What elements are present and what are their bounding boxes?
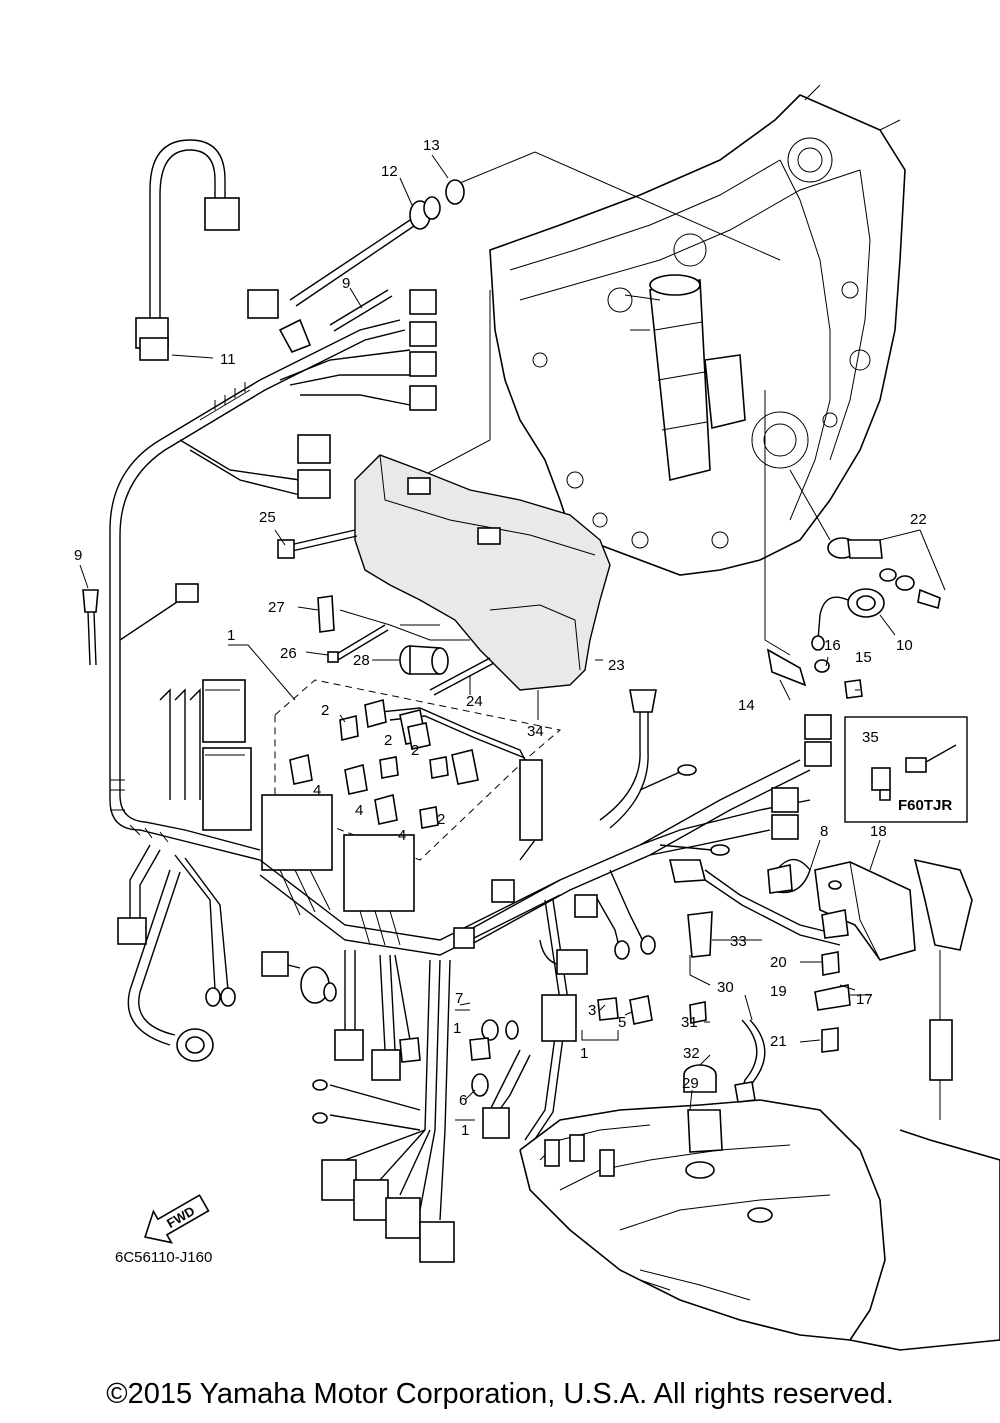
callout-2: 2 [411,742,419,759]
callout-20: 20 [770,954,787,971]
callout-2: 2 [321,702,329,719]
callout-15: 15 [855,649,872,666]
callout-1: 1 [227,627,235,644]
callout-30: 30 [717,979,734,996]
cable-tie-left [82,589,99,666]
callout-9: 9 [74,547,82,564]
engine-block [489,84,906,576]
callout-13: 13 [423,137,440,154]
lower-housing [519,1099,1000,1351]
small-parts-cluster [317,595,495,696]
harness-connector-group [159,679,562,946]
callout-1: 1 [461,1122,469,1139]
sensor-parts [766,537,941,699]
callout-14: 14 [738,697,755,714]
callout-6: 6 [459,1092,467,1109]
callout-4: 4 [398,827,406,844]
wire-harness-lower [117,844,561,1263]
copyright-notice: ©2015 Yamaha Motor Corporation, U.S.A. A… [106,1378,894,1410]
small-connectors-lower [469,995,653,1097]
callout-17: 17 [856,991,873,1008]
callout-1: 1 [580,1045,588,1062]
lower-small-parts [683,911,766,1153]
callout-18: 18 [870,823,887,840]
callout-25: 25 [259,509,276,526]
callout-35: 35 [862,729,879,746]
callout-26: 26 [280,645,297,662]
callout-16: 16 [824,637,841,654]
callout-33: 33 [730,933,747,950]
callout-leaders [79,154,946,1121]
diagram-code: 6C56110-J160 [115,1249,212,1266]
bracket-cover [354,454,611,691]
callout-22: 22 [910,511,927,528]
forward-arrow: FWD [144,1194,210,1244]
callout-4: 4 [313,782,321,799]
leader-line [764,390,791,656]
leader-line [459,151,781,261]
callout-4: 4 [355,802,363,819]
variant-box: F60TJR [844,716,968,823]
callout-32: 32 [683,1045,700,1062]
leader-line [414,290,491,481]
callout-8: 8 [820,823,828,840]
right-bracket-assembly [668,858,973,1120]
cable-grommet [247,179,465,319]
callout-11: 11 [220,351,236,368]
callout-labels: 1 2 2 2 2 3 4 4 4 5 1 6 1 7 1 8 9 9 10 1… [74,137,927,1139]
callout-34: 34 [527,723,544,740]
callout-21: 21 [770,1033,787,1050]
callout-23: 23 [608,657,625,674]
callout-12: 12 [381,163,398,180]
cable-tie-top [329,289,393,332]
callout-28: 28 [353,652,370,669]
bolt [277,529,358,559]
callout-2: 2 [384,732,392,749]
variant-label: F60TJR [898,797,952,814]
callout-5: 5 [618,1014,626,1031]
callout-9: 9 [342,275,350,292]
callout-7: 7 [455,990,463,1007]
callout-29: 29 [682,1075,699,1092]
wire-harness-main [109,289,437,861]
callout-24: 24 [466,693,483,710]
wire-harness-right [453,689,832,1143]
callout-31: 31 [681,1014,698,1031]
callout-19: 19 [770,983,787,1000]
callout-27: 27 [268,599,285,616]
callout-1: 1 [453,1020,461,1037]
callout-2: 2 [437,811,445,828]
leader-line [789,469,831,541]
callout-3: 3 [588,1002,596,1019]
callout-10: 10 [896,637,913,654]
sub-harness-upper [135,139,240,361]
